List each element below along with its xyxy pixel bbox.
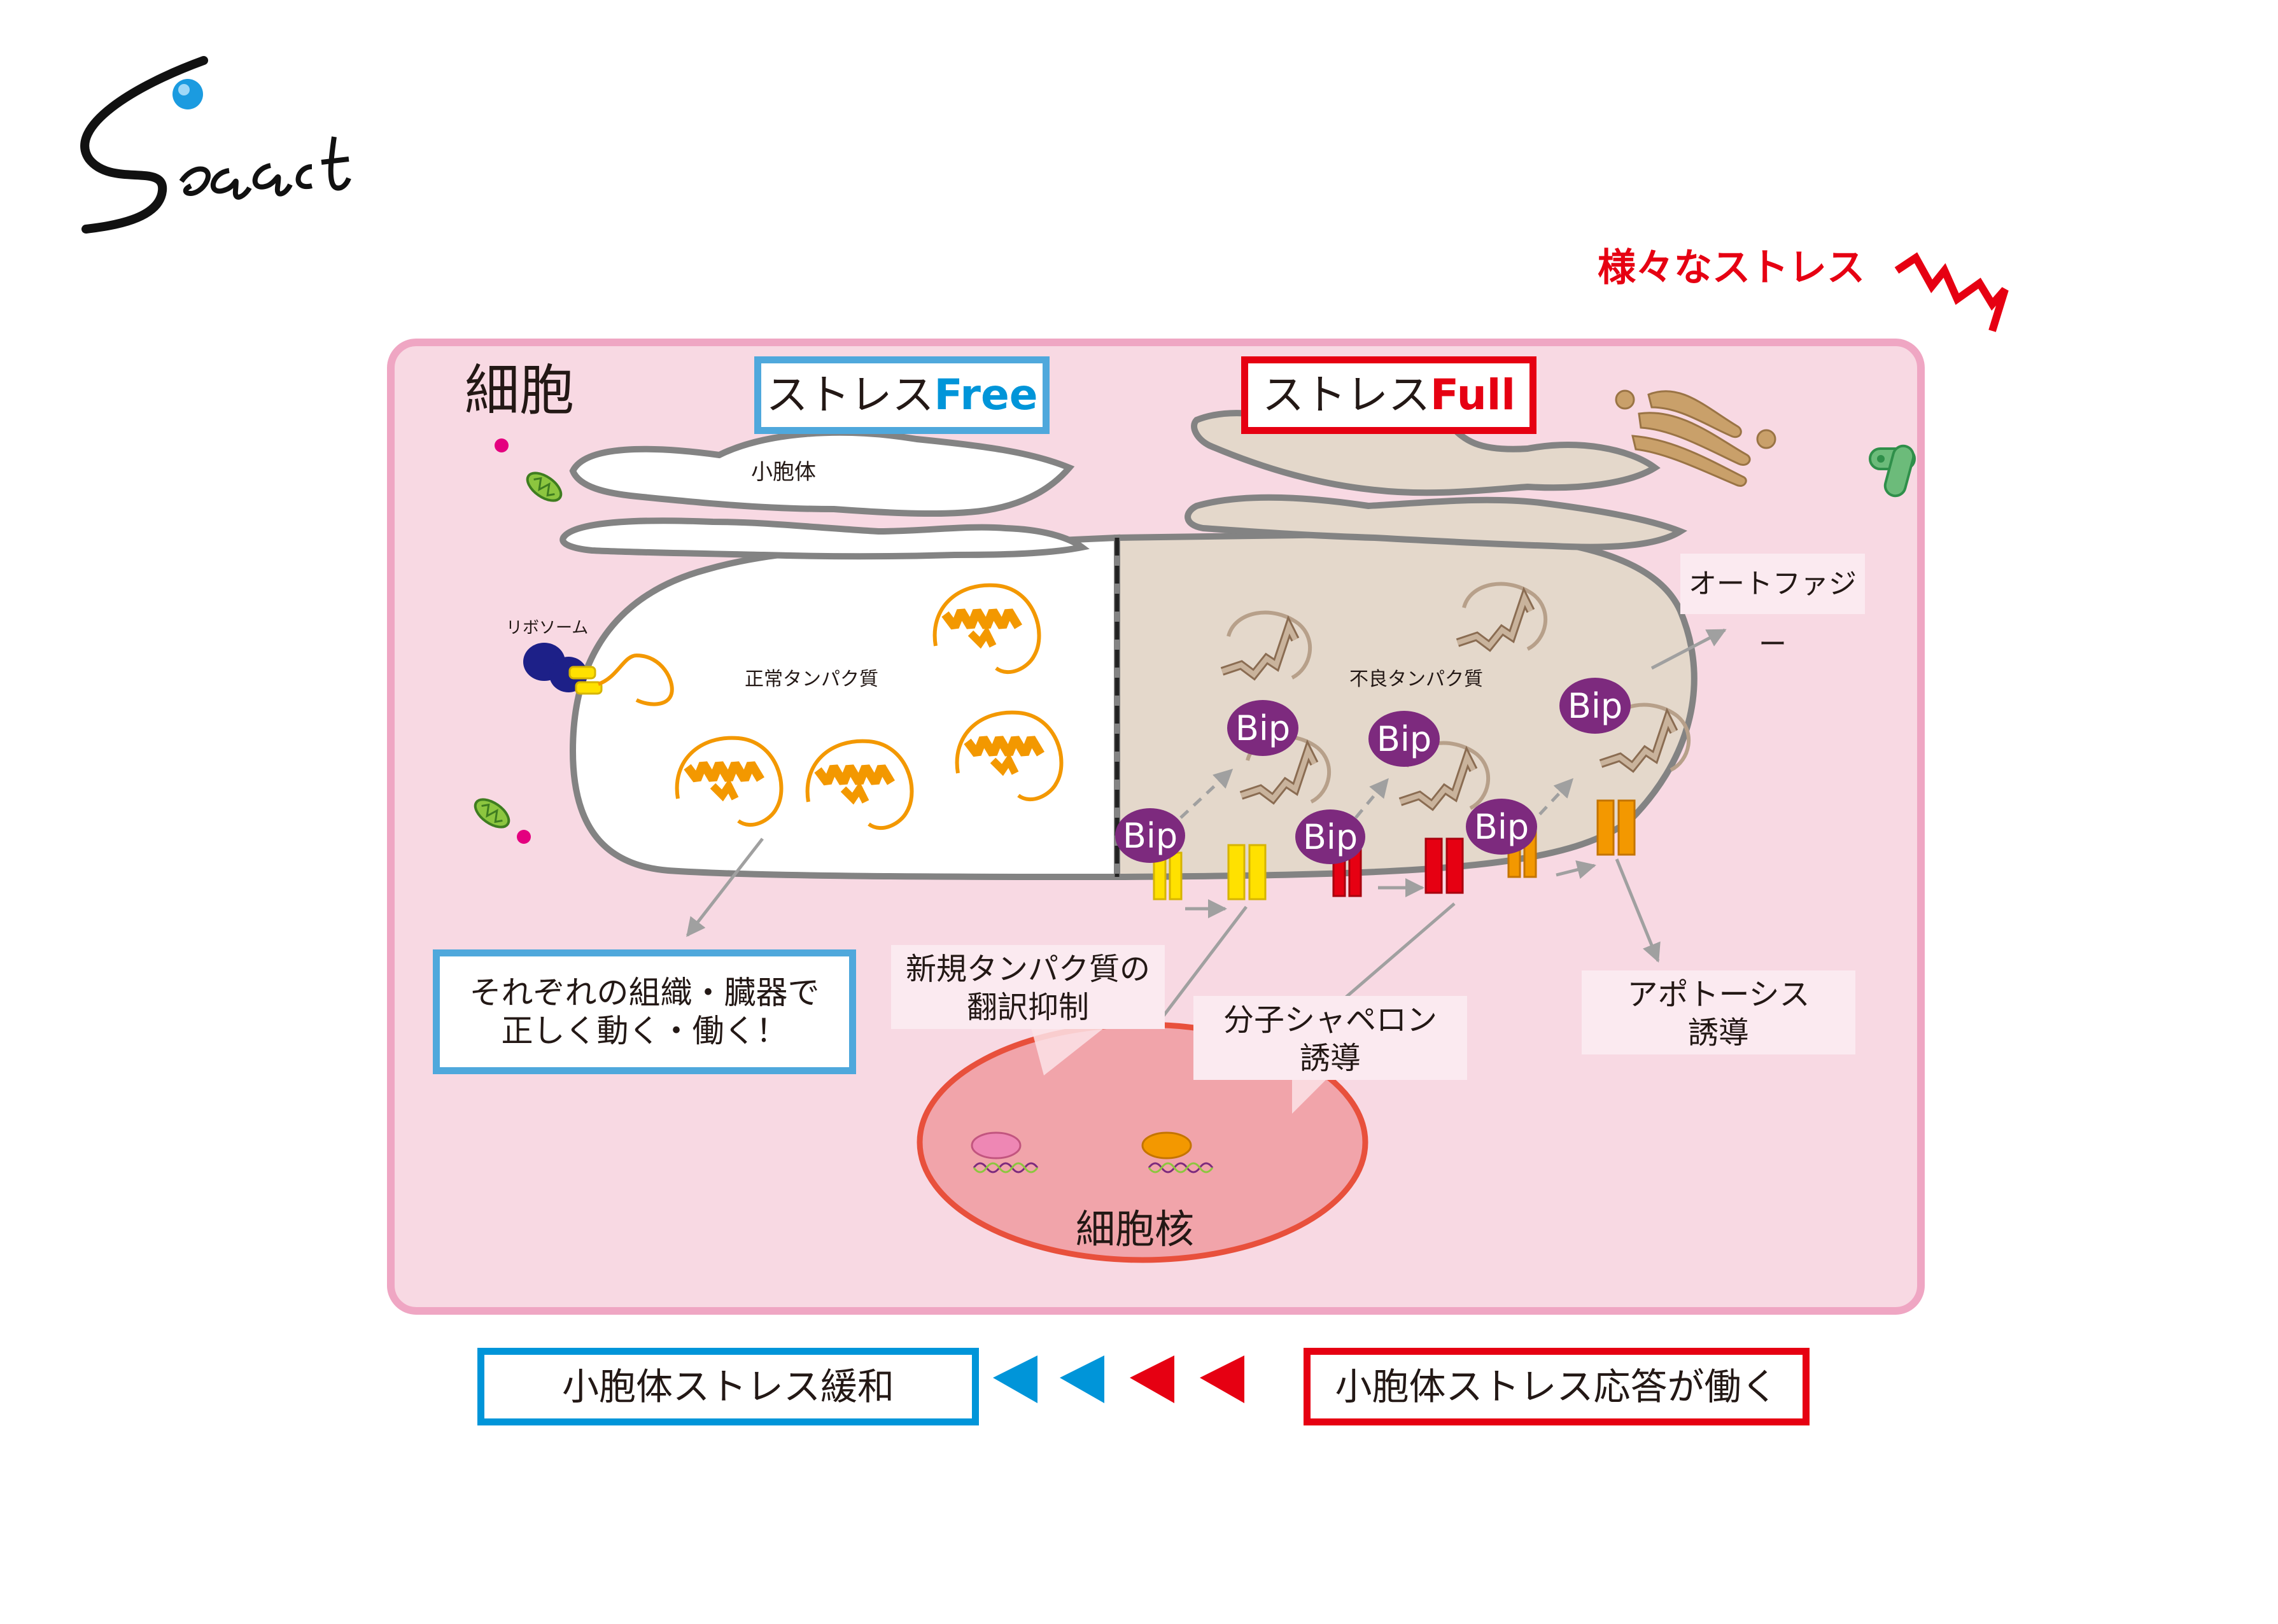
footer-response-box: 小胞体ストレス応答が働く xyxy=(1304,1348,1810,1425)
chaperone-line-2: 誘導 xyxy=(1299,1040,1361,1076)
misfolded-protein-icon xyxy=(1220,610,1312,681)
organs-box: それぞれの組織・臓器で 正しく動く・働く！ xyxy=(433,949,856,1074)
bip-release-arrow xyxy=(1526,778,1574,829)
seaact-logo xyxy=(80,56,351,234)
apoptosis-line-2: 誘導 xyxy=(1687,1015,1749,1051)
autophagy-arrow xyxy=(1650,628,1727,670)
translation-note: 新規タンパク質の 翻訳抑制 xyxy=(891,945,1165,1029)
mitochondrion-icon xyxy=(526,472,563,502)
apoptosis-note: アポトーシス 誘導 xyxy=(1582,970,1855,1054)
golgi-icon xyxy=(1615,389,1776,487)
stress-full-suffix: Full xyxy=(1430,370,1516,420)
bip-chaperone: Bip xyxy=(1115,808,1185,863)
misfolded-protein-icon xyxy=(1456,582,1547,652)
bip-chaperone: Bip xyxy=(1295,809,1365,864)
apoptosis-arrow xyxy=(1615,858,1661,963)
blue-triangle-icon xyxy=(993,1355,1037,1403)
translation-line-2: 翻訳抑制 xyxy=(966,990,1089,1025)
er-label: 小胞体 xyxy=(751,459,816,485)
ribosome-icon xyxy=(523,643,674,706)
bip-release-arrow xyxy=(1179,768,1234,819)
ire1-sensor-icon xyxy=(1227,844,1267,900)
nucleus-highlight xyxy=(1031,1028,1104,1075)
normal-protein-icon xyxy=(932,583,1041,674)
sensor-activation-arrow xyxy=(1556,860,1596,879)
pink-dot-icon xyxy=(495,438,509,452)
stress-free-prefix: ストレス xyxy=(766,370,934,420)
blue-triangle-icon xyxy=(1060,1355,1104,1403)
dna-icon xyxy=(971,1131,1039,1173)
pink-dot-icon xyxy=(517,830,531,844)
red-triangle-icon xyxy=(1130,1355,1174,1403)
organs-arrow xyxy=(686,837,764,937)
chaperone-note: 分子シャペロン 誘導 xyxy=(1193,996,1467,1080)
mitochondrion-icon xyxy=(474,798,510,829)
normal-protein-icon xyxy=(955,710,1064,801)
dna-icon xyxy=(1141,1131,1214,1173)
stress-full-prefix: ストレス xyxy=(1262,370,1430,420)
bip-chaperone: Bip xyxy=(1466,799,1537,855)
autophagy-note: オートファジー xyxy=(1680,554,1865,661)
organs-line-1: それぞれの組織・臓器で xyxy=(469,974,820,1011)
chaperone-line-1: 分子シャペロン xyxy=(1223,1002,1437,1038)
organs-line-2: 正しく動く・働く！ xyxy=(501,1012,788,1049)
er-cisternae-free xyxy=(559,429,1090,560)
bacteria-icon xyxy=(1869,444,1916,498)
apoptosis-line-1: アポトーシス xyxy=(1627,977,1810,1012)
misfolded-protein-label: 不良タンパク質 xyxy=(1349,668,1483,690)
bip-chaperone: Bip xyxy=(1559,678,1631,734)
translation-line-1: 新規タンパク質の xyxy=(905,951,1150,987)
stress-zigzag-icon xyxy=(1894,252,2009,332)
normal-protein-icon xyxy=(805,739,914,830)
red-triangle-icon xyxy=(1200,1355,1244,1403)
footer-relief-box: 小胞体ストレス緩和 xyxy=(477,1348,979,1425)
atf6-sensor-icon xyxy=(1596,799,1636,856)
perk-sensor-icon xyxy=(1424,837,1464,894)
nucleus-label: 細胞核 xyxy=(1076,1206,1195,1252)
stress-label: 様々なストレス xyxy=(1598,246,1865,290)
cell-label: 細胞 xyxy=(465,359,574,423)
ire1-sensor-icon xyxy=(1153,851,1183,900)
normal-protein-label: 正常タンパク質 xyxy=(745,668,878,690)
bip-release-arrow xyxy=(1354,778,1389,819)
ribosome-label: リボソーム xyxy=(506,619,589,638)
bip-chaperone: Bip xyxy=(1227,700,1298,756)
bip-chaperone: Bip xyxy=(1368,711,1440,767)
normal-protein-icon xyxy=(675,736,784,827)
stress-free-suffix: Free xyxy=(934,370,1038,420)
